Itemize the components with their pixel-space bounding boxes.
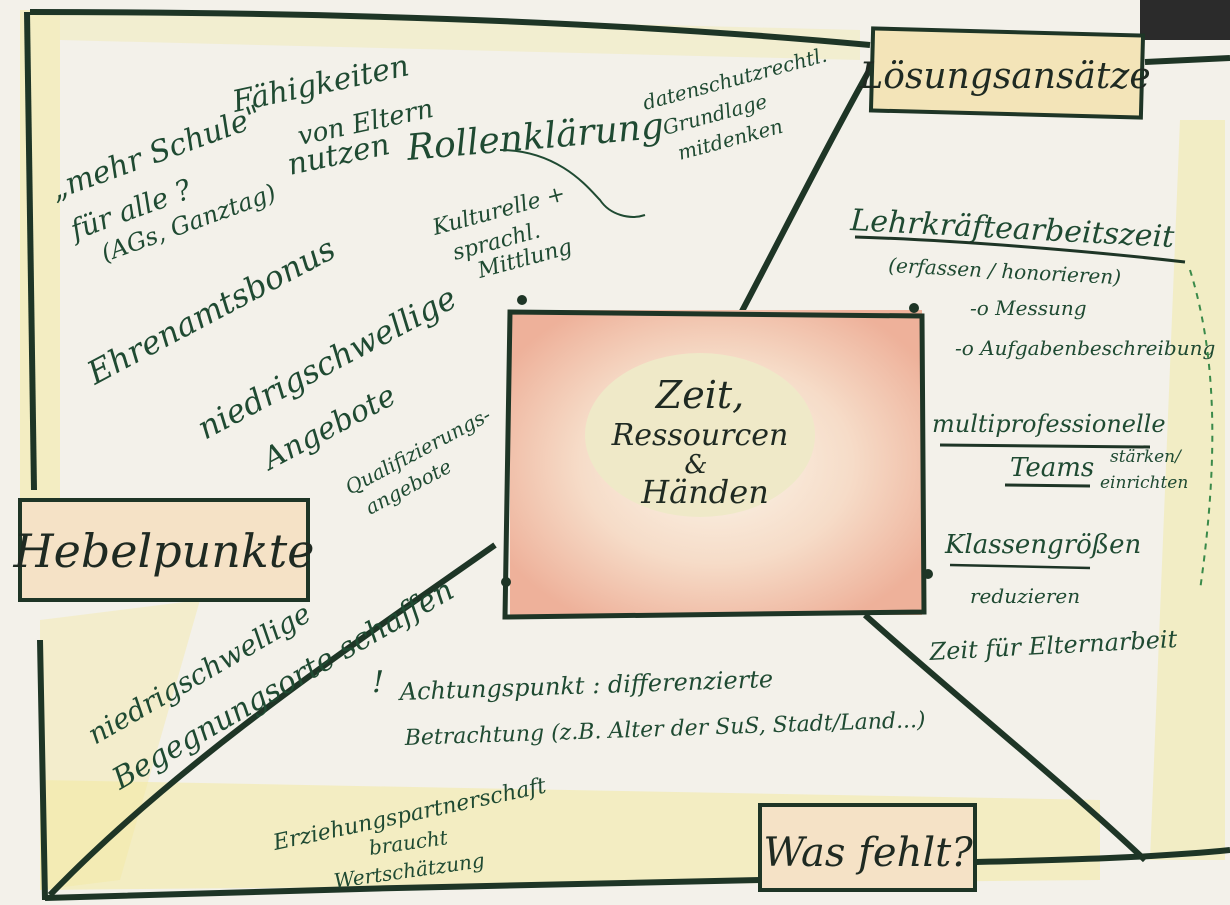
center-box-border [502, 309, 927, 620]
hebelpunkte-box [18, 498, 310, 602]
note-klassen: Klassengrößen [944, 530, 1141, 560]
note-staerken2: einrichten [1100, 473, 1188, 493]
was-fehlt-box [758, 803, 977, 892]
frame-top-right-line [1144, 55, 1230, 65]
was-fehlt-label: Was fehlt? [763, 830, 973, 876]
frame-bottom-line [44, 877, 761, 901]
pin-top-left [517, 295, 527, 305]
center-line2: Ressourcen [611, 418, 789, 453]
note-staerken1: stärken/ [1110, 447, 1183, 467]
yellow-shading-bottom-left [40, 600, 200, 890]
connector-to-loesungsansaetze [737, 58, 878, 317]
note-teams: Teams [1010, 453, 1094, 483]
pin-bottom-right [923, 569, 933, 579]
center-line4: Händen [640, 473, 769, 511]
yellow-shading-top [60, 10, 860, 60]
loesungsansaetze-label: Lösungsansätze [858, 56, 1150, 97]
dashed-bracket [1189, 269, 1214, 591]
loesungsansaetze-box [868, 26, 1146, 120]
frame-top-line [29, 9, 871, 48]
yellow-shading-right [1150, 120, 1225, 860]
lehrkraefte-underline [854, 235, 1186, 264]
teams-underline [1004, 483, 1091, 488]
center-line1: Zeit, [655, 373, 744, 417]
klassen-underline [949, 563, 1091, 570]
connector-to-hebelpunkte [47, 542, 497, 898]
pin-bottom-left [501, 577, 511, 587]
pin-top-right [909, 303, 919, 313]
rollenklaerung-curve [499, 149, 646, 218]
hebelpunkte-label: Hebelpunkte [13, 524, 315, 578]
note-multi: multiprofessionelle [932, 410, 1166, 438]
frame-bottom-right-line [974, 847, 1230, 865]
note-messung: -o Messung [970, 296, 1087, 320]
frame-left-line [24, 11, 37, 491]
note-aufgaben: -o Aufgabenbeschreibung [955, 336, 1215, 360]
pins [501, 295, 933, 587]
connector-to-was-fehlt [862, 612, 1148, 863]
note-reduzieren: reduzieren [970, 584, 1080, 608]
dark-background-top-right [1140, 0, 1230, 40]
center-ellipse [585, 353, 815, 517]
frame-left-lower-line [37, 639, 48, 901]
multi-underline [939, 443, 1151, 449]
center-line3: & [684, 450, 707, 480]
note-excl: ! [372, 665, 384, 700]
